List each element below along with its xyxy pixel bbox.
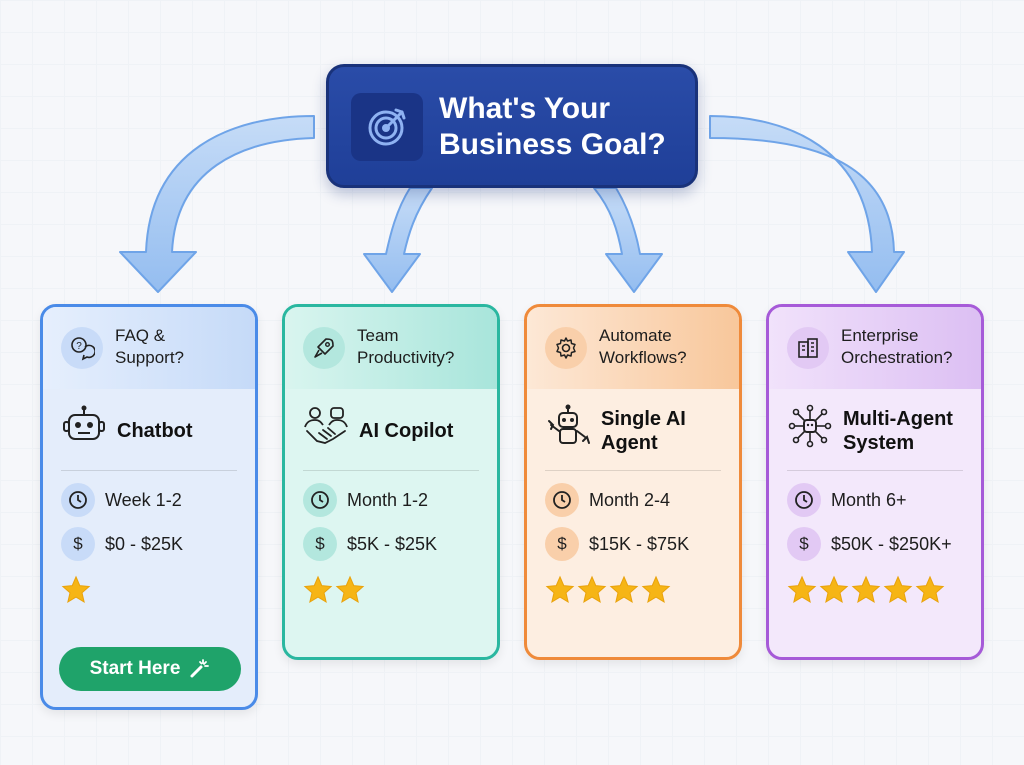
arrow-to-card-1 (119, 115, 315, 293)
timeline-text: Week 1-2 (105, 490, 182, 510)
svg-text:?: ? (76, 341, 82, 352)
rating-stars (545, 575, 721, 619)
arrow-to-card-3 (593, 187, 663, 293)
solution-title: Chatbot (117, 420, 193, 442)
timeline-text: Month 1-2 (347, 490, 429, 510)
clock-icon (303, 483, 337, 517)
star-icon (883, 575, 913, 604)
cost-row: $ $0 - $25K (61, 523, 237, 575)
goal-title: What's Your Business Goal? (439, 92, 666, 161)
cost-text: $50K - $250K+ (831, 534, 952, 554)
timeline-row: Month 2-4 (545, 471, 721, 523)
card-header: Automate Workflows? (527, 307, 739, 389)
card-question: Automate Workflows? (599, 326, 687, 367)
star-icon (335, 575, 365, 604)
solution-title: Single AI Agent (601, 408, 686, 454)
arrow-to-card-4 (709, 115, 905, 293)
card-multi-agent-system[interactable]: Enterprise Orchestration? Multi-Agent Sy… (766, 304, 984, 660)
card-chatbot[interactable]: ? FAQ & Support? Chatbot Week 1-2 $ $0 -… (40, 304, 258, 710)
robot-icon (63, 405, 105, 440)
solution-row: Single AI Agent (545, 389, 721, 471)
clock-icon (787, 483, 821, 517)
rating-stars (787, 575, 963, 619)
solution-row: AI Copilot (303, 389, 479, 471)
cost-text: $5K - $25K (347, 534, 438, 554)
star-icon (819, 575, 849, 604)
cost-row: $ $5K - $25K (303, 523, 479, 575)
clock-icon (61, 483, 95, 517)
business-goal-box: What's Your Business Goal? (326, 64, 698, 188)
dollar-icon: $ (545, 527, 579, 561)
handshake-icon (304, 407, 348, 444)
arrow-to-card-2 (363, 187, 433, 293)
star-icon (915, 575, 945, 604)
rocket-icon (303, 327, 345, 369)
start-here-label: Start Here (89, 658, 181, 679)
clock-icon (545, 483, 579, 517)
timeline-text: Month 2-4 (589, 490, 671, 510)
solution-row: Chatbot (61, 389, 237, 471)
solution-row: Multi-Agent System (787, 389, 963, 471)
timeline-row: Month 1-2 (303, 471, 479, 523)
timeline-row: Week 1-2 (61, 471, 237, 523)
dollar-icon: $ (787, 527, 821, 561)
star-icon (303, 575, 333, 604)
timeline-text: Month 6+ (831, 490, 907, 510)
dollar-icon: $ (303, 527, 337, 561)
star-icon (545, 575, 575, 604)
card-single-ai-agent[interactable]: Automate Workflows? Single AI Agent Mont… (524, 304, 742, 660)
chat-question-icon: ? (61, 327, 103, 369)
star-icon (577, 575, 607, 604)
start-here-button[interactable]: Start Here (59, 647, 241, 691)
star-icon (61, 575, 91, 604)
cost-text: $15K - $75K (589, 534, 690, 554)
cost-row: $ $15K - $75K (545, 523, 721, 575)
dollar-icon: $ (61, 527, 95, 561)
magic-wand-icon (190, 659, 210, 678)
robot-tools-icon (548, 404, 590, 444)
star-icon (851, 575, 881, 604)
solution-title: Multi-Agent System (843, 408, 953, 454)
target-icon (351, 93, 423, 161)
rating-stars (303, 575, 479, 619)
card-ai-copilot[interactable]: Team Productivity? AI Copilot Month 1-2 … (282, 304, 500, 660)
cost-text: $0 - $25K (105, 534, 184, 554)
building-icon (787, 327, 829, 369)
card-header: Team Productivity? (285, 307, 497, 389)
gear-icon (545, 327, 587, 369)
card-header: Enterprise Orchestration? (769, 307, 981, 389)
cost-row: $ $50K - $250K+ (787, 523, 963, 575)
timeline-row: Month 6+ (787, 471, 963, 523)
rating-stars (61, 575, 237, 619)
star-icon (641, 575, 671, 604)
card-question: Team Productivity? (357, 326, 455, 367)
card-question: FAQ & Support? (115, 326, 184, 367)
star-icon (609, 575, 639, 604)
network-icon (788, 404, 832, 448)
star-icon (787, 575, 817, 604)
card-question: Enterprise Orchestration? (841, 326, 953, 367)
solution-title: AI Copilot (359, 420, 454, 442)
card-header: ? FAQ & Support? (43, 307, 255, 389)
